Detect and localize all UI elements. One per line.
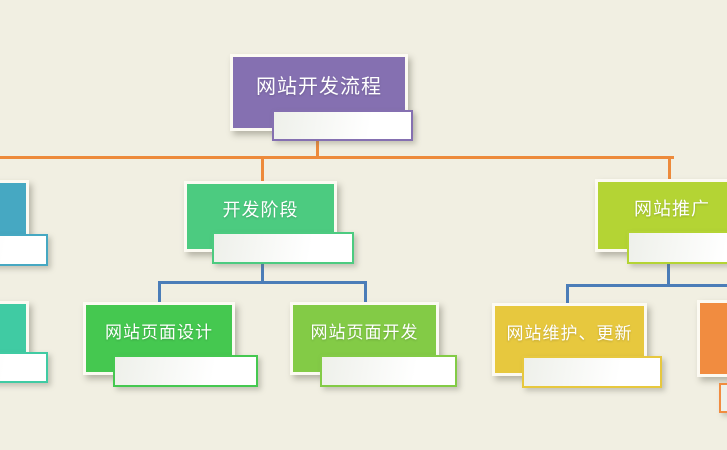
connector-devphase-horizontal (158, 281, 367, 284)
node-dev-phase-label: 开发阶段 (222, 199, 299, 221)
node-root-label: 网站开发流程 (256, 74, 382, 98)
node-page-develop-label: 网站页面开发 (310, 323, 419, 343)
connector-promotion-vertical (667, 263, 670, 286)
node-page-design-label: 网站页面设计 (105, 323, 213, 343)
node-dev-phase-subbox[interactable] (212, 232, 354, 264)
connector-devphase-vertical (261, 263, 264, 283)
connector-promotion-horizontal (566, 284, 727, 287)
node-promotion-label: 网站推广 (634, 198, 710, 220)
node-left-child-subbox[interactable] (0, 352, 48, 383)
connector-root-horizontal (0, 156, 674, 159)
node-page-develop-subbox[interactable] (320, 355, 457, 387)
connector-root-vertical (316, 140, 319, 158)
node-promotion-subbox[interactable] (627, 231, 727, 264)
node-right-child-box[interactable] (697, 300, 727, 377)
node-maintain-label: 网站维护、更新 (506, 324, 633, 344)
node-maintain-subbox[interactable] (522, 356, 662, 388)
connector-drop-page-develop (364, 281, 367, 304)
connector-drop-page-design (158, 281, 161, 304)
connector-drop-promotion (668, 156, 671, 181)
node-right-child-subbox[interactable] (719, 383, 727, 413)
connector-drop-maintain (566, 284, 569, 307)
node-left-branch-subbox[interactable] (0, 234, 48, 266)
node-page-design-subbox[interactable] (113, 355, 258, 387)
node-root-subbox[interactable] (272, 110, 413, 141)
connector-drop-dev-phase (261, 156, 264, 183)
